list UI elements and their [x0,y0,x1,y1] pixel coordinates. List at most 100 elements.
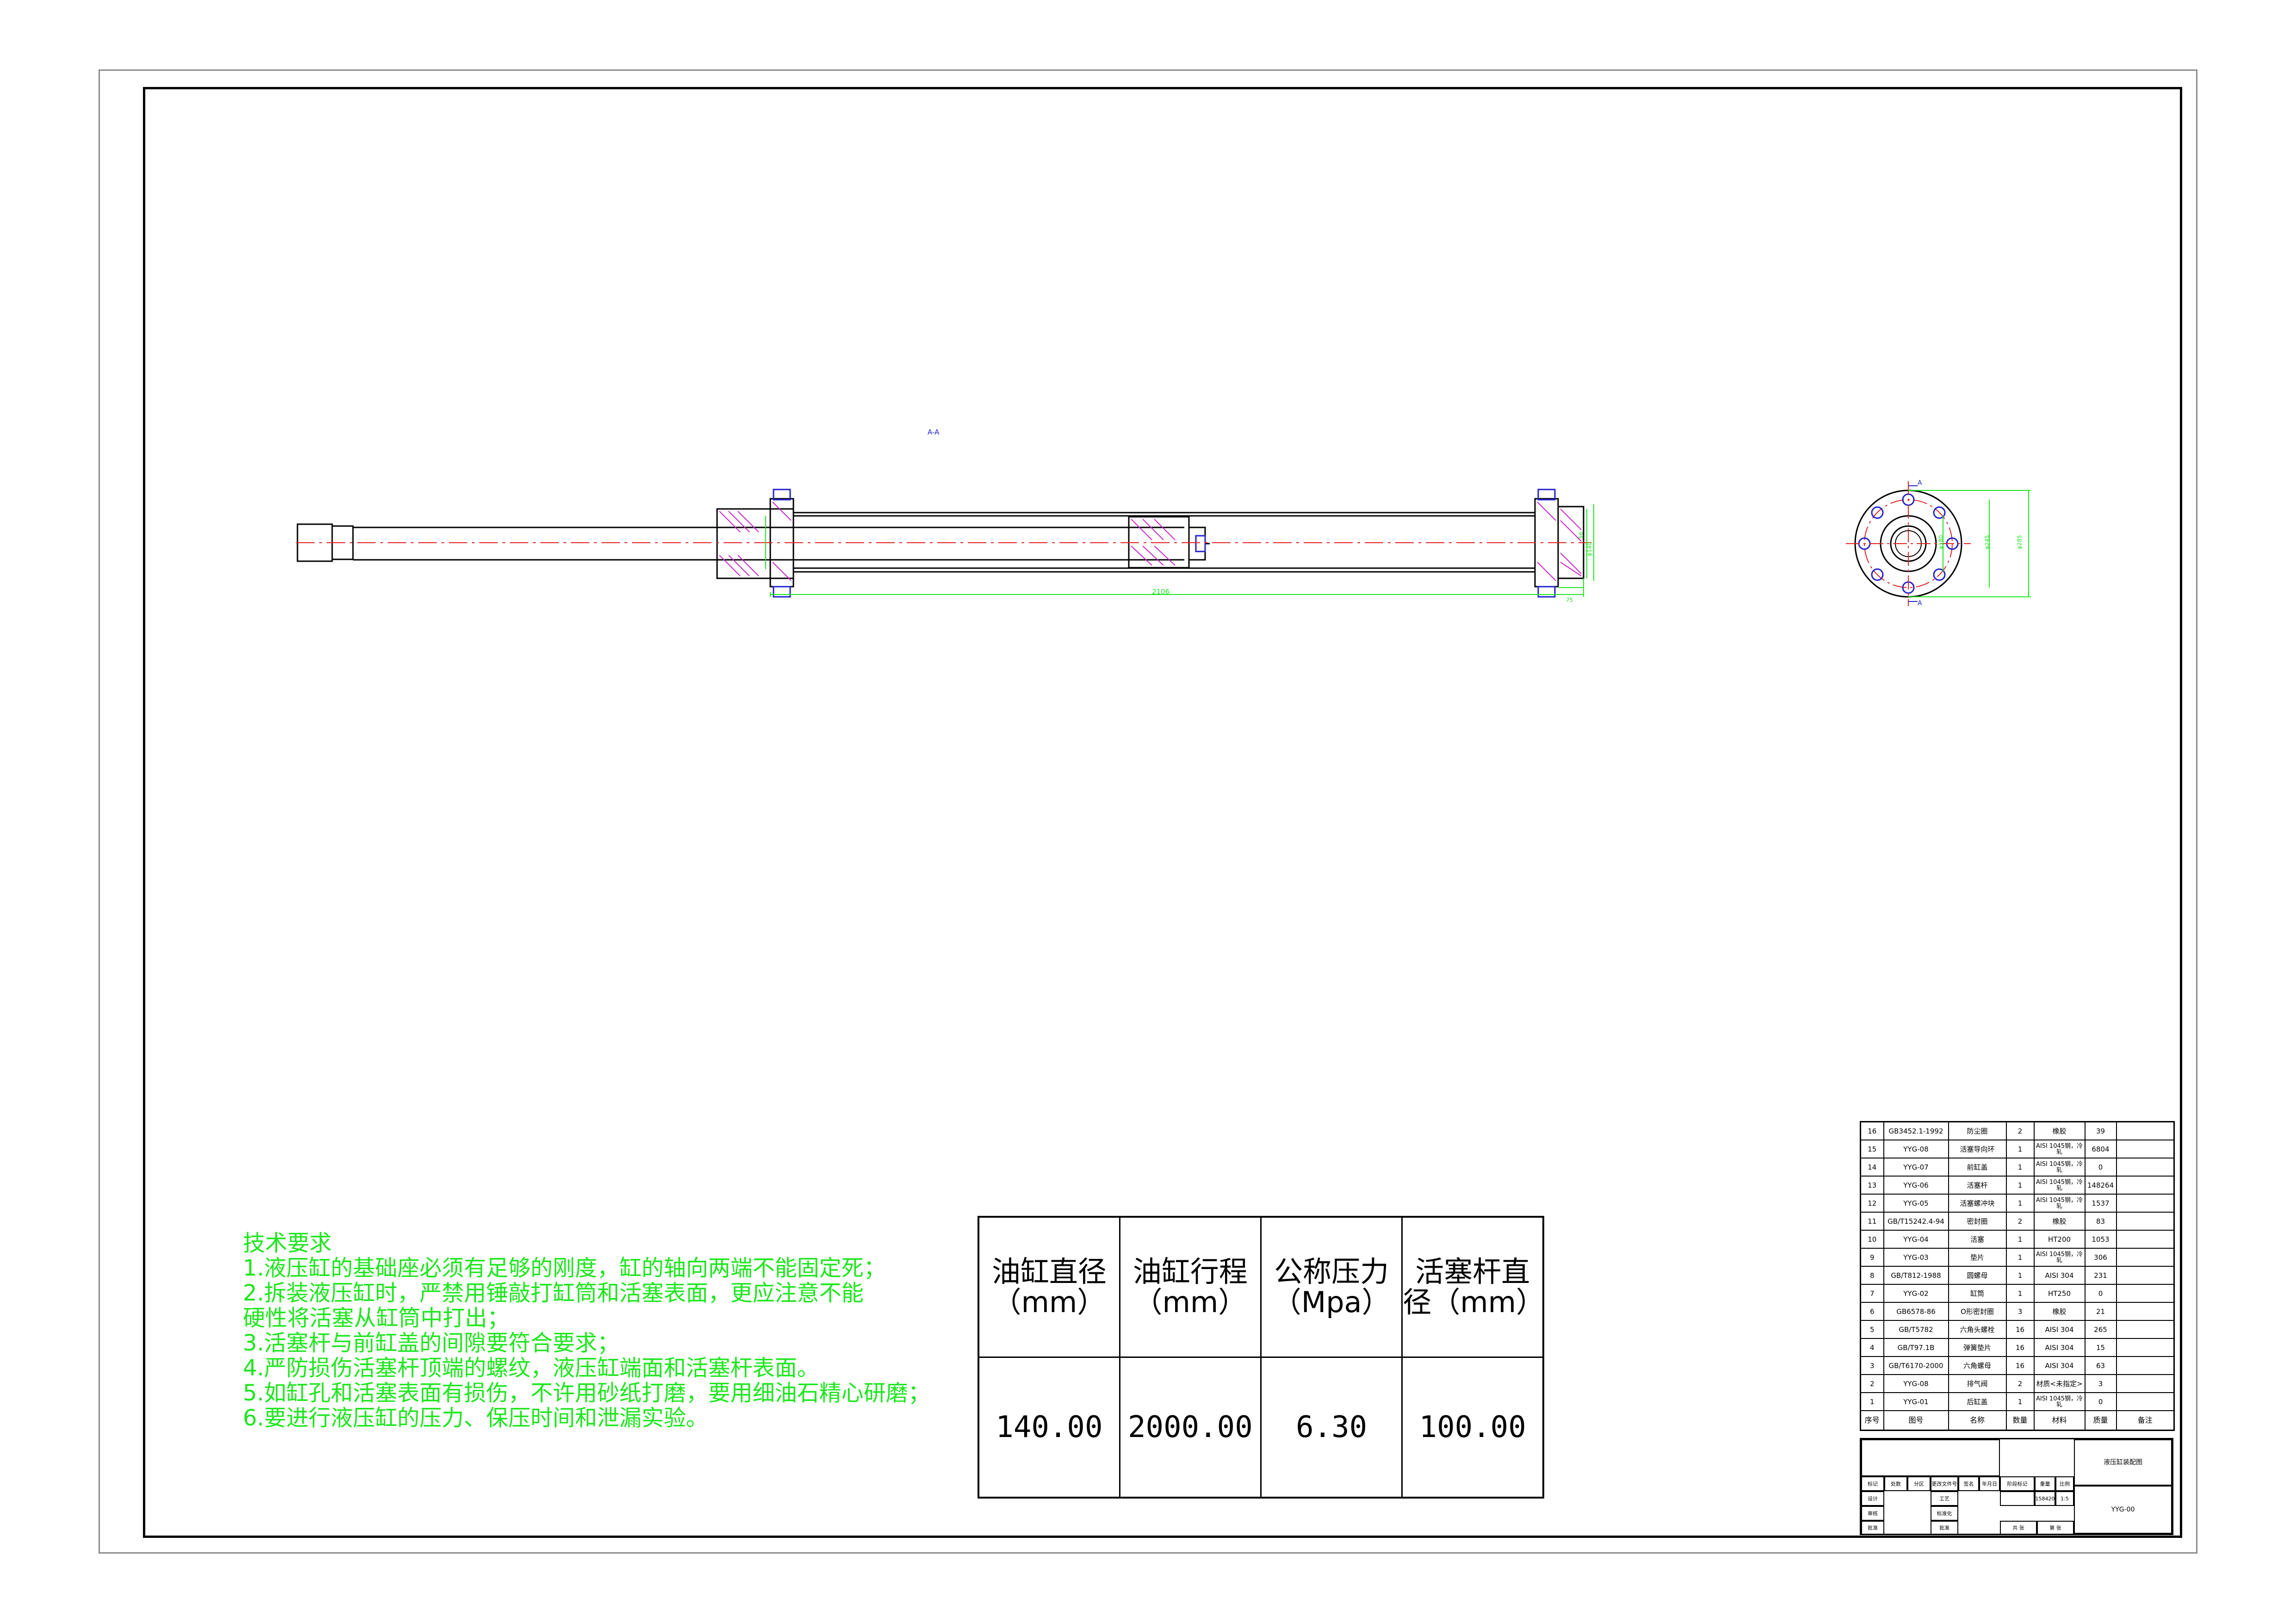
bom-cell: 2 [1860,1374,1884,1393]
bom-cell: 16 [1860,1121,1884,1140]
bom-cell: 1 [2005,1248,2035,1267]
bom-cell [2116,1121,2175,1140]
bom-header-cell: 质量 [2084,1410,2117,1431]
bom-cell: GB/T15242.4-94 [1883,1212,1949,1231]
tb-weight-value: 158420 [2035,1491,2055,1506]
tb-scale-value: 1:5 [2055,1491,2074,1506]
bom-cell: 活塞导向环 [1948,1140,2007,1158]
bom-cell: GB/T97.1B [1883,1338,1949,1357]
bom-cell: 16 [2005,1338,2035,1357]
bom-header-cell: 图号 [1883,1410,1949,1431]
spec-value-pressure: 6.30 [1260,1357,1403,1499]
bom-cell: 1537 [2084,1194,2117,1213]
tb-date: 年月日 [1979,1476,2000,1491]
bom-cell: YYG-03 [1883,1248,1949,1267]
bom-header-cell: 备注 [2116,1410,2175,1431]
spec-value-rod: 100.00 [1401,1357,1544,1499]
bom-cell: 排气阀 [1948,1374,2007,1393]
bom-cell: 3 [1860,1356,1884,1375]
bom-cell: 圆螺母 [1948,1266,2007,1285]
section-arrows [1908,485,1918,602]
spec-header-stroke: 油缸行程（mm） [1119,1216,1262,1358]
bom-cell: AISI 1045钢，冷轧 [2033,1176,2086,1195]
bom-cell: 39 [2084,1121,2117,1140]
bolt-head-rear-top [1537,489,1556,501]
spec-value-stroke: 2000.00 [1119,1357,1262,1499]
bom-cell: 1 [2005,1392,2035,1411]
spec-value-bore: 140.00 [978,1357,1120,1499]
bom-cell: 六角螺母 [1948,1356,2007,1375]
bom-cell: 83 [2084,1212,2117,1231]
bom-cell: 活塞螺冲块 [1948,1194,2007,1213]
tb-drawing-number: YYG-00 [2074,1486,2172,1534]
bolt-head-front-bottom [773,586,791,598]
inner-frame [143,87,2182,1538]
bom-cell: 1 [2005,1230,2035,1249]
bom-cell: 15 [2084,1338,2117,1357]
side-dimensions [765,504,1594,597]
bom-cell: 缸筒 [1948,1284,2007,1303]
bom-cell: 1 [2005,1140,2035,1158]
tb-standard: 标准化 [1931,1506,1958,1521]
dim-length: 2106 [1152,588,1170,596]
tech-item: 2.拆装液压缸时，严禁用锤敲打缸筒和活塞表面，更应注意不能 [243,1280,864,1306]
piston-nut [1188,527,1206,561]
bom-cell: 2 [2005,1212,2035,1231]
bom-cell [2116,1338,2175,1357]
spec-table: 油缸直径（mm） 油缸行程（mm） 公称压力（Mpa） 活塞杆直径（mm） 14… [978,1216,1545,1499]
tb-approve-2: 批准 [1931,1521,1958,1535]
technical-requirements: 技术要求 1.液压缸的基础座必须有足够的刚度，缸的轴向两端不能固定死； 2.拆装… [243,1231,1006,1431]
bom-cell: 0 [2084,1284,2117,1303]
bom-cell: 垫片 [1948,1248,2007,1267]
bom-cell [2116,1302,2175,1321]
tech-title: 技术要求 [243,1230,332,1256]
side-section-view [297,498,1584,588]
front-cover [716,508,794,579]
bom-cell [2116,1194,2175,1213]
tb-drawing-title: 液压缸装配图 [2074,1439,2172,1486]
tb-empty [1861,1439,2000,1476]
bom-cell: AISI 304 [2033,1338,2086,1357]
bom-cell: 11 [1860,1212,1884,1231]
bom-cell: 21 [2084,1302,2117,1321]
tb-sheet-total: 共 张 [2000,1521,2037,1535]
bom-cell: 1 [2005,1158,2035,1177]
bom-cell [2116,1248,2175,1267]
bom-cell: 12 [1860,1194,1884,1213]
end-dimensions [1908,490,2031,597]
bom-cell: 1 [1860,1392,1884,1411]
bom-header-cell: 数量 [2005,1410,2035,1431]
bom-cell: 活塞 [1948,1230,2007,1249]
bom-cell: 231 [2084,1266,2117,1285]
bom-cell: AISI 304 [2033,1356,2086,1375]
bolt-head-rear-bottom [1537,586,1556,598]
tb-weight: 重量 [2035,1476,2055,1491]
bom-cell: 1 [2005,1284,2035,1303]
bom-cell: YYG-05 [1883,1194,1949,1213]
bom-cell: 6 [1860,1302,1884,1321]
bom-cell: GB/T6170-2000 [1883,1356,1949,1375]
bom-cell: HT200 [2033,1230,2086,1249]
bom-cell: 密封圈 [1948,1212,2007,1231]
bom-cell: 活塞杆 [1948,1176,2007,1195]
bom-cell: 9 [1860,1248,1884,1267]
bom-cell [2116,1374,2175,1393]
bom-cell: 3 [2005,1302,2035,1321]
bom-cell [2116,1230,2175,1249]
bom-cell [2116,1176,2175,1195]
bom-cell: 橡胶 [2033,1302,2086,1321]
tech-item: 3.活塞杆与前缸盖的间隙要符合要求； [243,1330,619,1356]
bom-cell: 13 [1860,1176,1884,1195]
tech-item: 5.如缸孔和活塞表面有损伤，不许用砂纸打磨，要用细油石精心研磨； [243,1380,930,1406]
tb-scale: 比例 [2055,1476,2074,1491]
bom-cell: 16 [2005,1320,2035,1339]
section-mark-top: A [1918,479,1922,487]
